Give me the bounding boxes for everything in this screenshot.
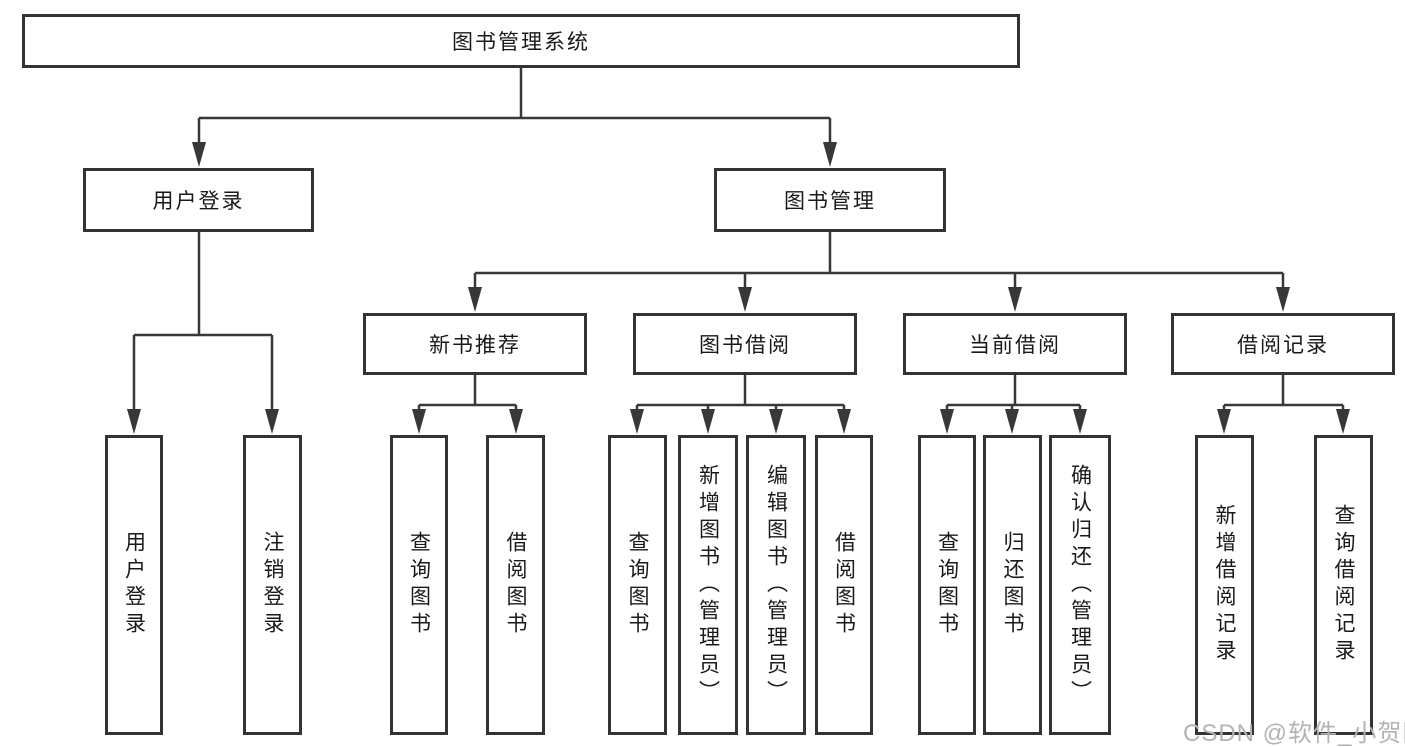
leaf-query-books-current: 查询图书 — [918, 435, 976, 735]
leaf-borrow-books: 借阅图书 — [815, 435, 873, 735]
node-label: 图书管理 — [784, 190, 876, 213]
node-label: 图书借阅 — [699, 334, 791, 357]
node-book-management-module: 图书管理 — [714, 168, 946, 232]
leaf-label: 借阅图书 — [832, 531, 856, 639]
leaf-label: 查询图书 — [407, 531, 431, 639]
leaf-query-books-borrowing: 查询图书 — [608, 435, 667, 735]
node-book-borrowing: 图书借阅 — [633, 313, 857, 375]
leaf-label: 新增图书（管理员） — [696, 463, 720, 707]
node-current-borrowing: 当前借阅 — [903, 313, 1127, 375]
leaf-label: 新增借阅记录 — [1213, 504, 1236, 666]
leaf-label: 借阅图书 — [504, 531, 527, 639]
leaf-user-login: 用户登录 — [105, 435, 163, 735]
leaf-query-books-recommend: 查询图书 — [390, 435, 448, 735]
leaf-edit-book-admin: 编辑图书（管理员） — [746, 435, 806, 735]
node-label: 用户登录 — [152, 190, 245, 213]
leaf-add-book-admin: 新增图书（管理员） — [678, 435, 738, 735]
node-new-book-recommend: 新书推荐 — [363, 313, 587, 375]
leaf-confirm-return-admin: 确认归还（管理员） — [1049, 435, 1111, 735]
leaf-logout: 注销登录 — [243, 435, 302, 735]
leaf-borrow-books-recommend: 借阅图书 — [486, 435, 545, 735]
leaf-label: 查询借阅记录 — [1332, 504, 1355, 666]
leaf-label: 查询图书 — [626, 531, 649, 639]
leaf-label: 确认归还（管理员） — [1068, 463, 1092, 707]
leaf-query-borrow-record: 查询借阅记录 — [1314, 435, 1373, 735]
node-borrowing-records: 借阅记录 — [1171, 313, 1395, 375]
leaf-return-books: 归还图书 — [983, 435, 1042, 735]
csdn-watermark: CSDN @软件_小贺同学 — [1183, 720, 1405, 747]
node-label: 图书管理系统 — [452, 31, 590, 54]
leaf-label: 注销登录 — [261, 531, 284, 639]
arrowheads — [127, 142, 1350, 434]
node-user-login-module: 用户登录 — [83, 168, 314, 232]
node-root-system: 图书管理系统 — [22, 14, 1020, 68]
node-label: 借阅记录 — [1237, 334, 1329, 357]
leaf-add-borrow-record: 新增借阅记录 — [1195, 435, 1254, 735]
leaf-label: 查询图书 — [935, 531, 959, 639]
leaf-label: 编辑图书（管理员） — [764, 463, 788, 707]
node-label: 新书推荐 — [429, 334, 521, 357]
node-label: 当前借阅 — [969, 334, 1061, 357]
leaf-label: 用户登录 — [122, 531, 146, 639]
leaf-label: 归还图书 — [1001, 531, 1024, 639]
